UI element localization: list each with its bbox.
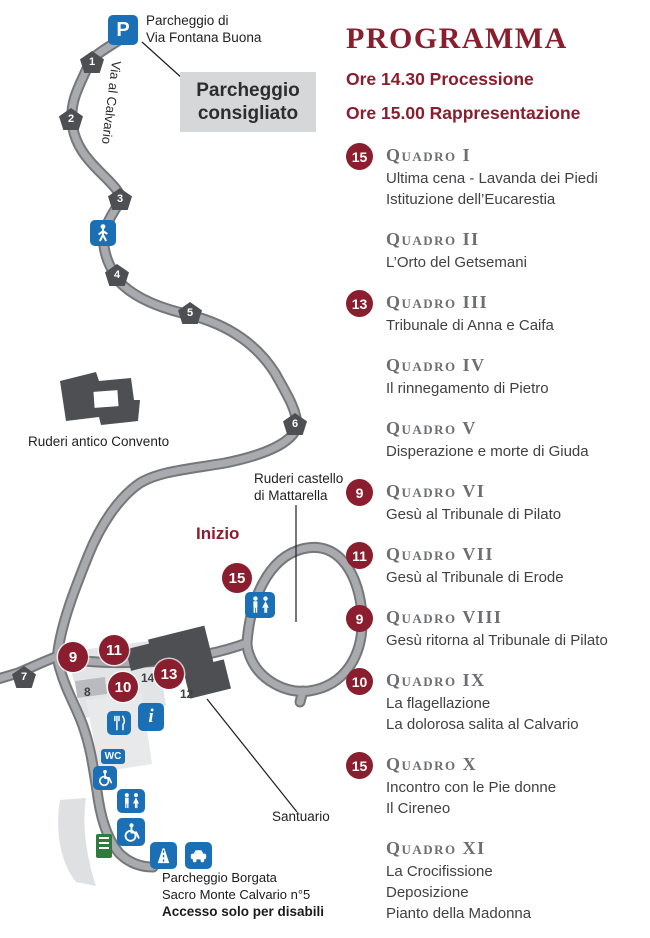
program-item-3: 13 Quadro III Tribunale di Anna e Caifa [346, 290, 642, 336]
plot-number-8: 8 [84, 685, 91, 699]
quadro-title: Quadro X [386, 754, 478, 774]
quadro-line: Tribunale di Anna e Caifa [386, 317, 554, 334]
info-icon: i [138, 703, 164, 731]
quadro-title: Quadro V [386, 418, 477, 438]
building-8 [75, 676, 108, 699]
program-item-5: Quadro V Disperazione e morte di Giuda [346, 417, 642, 462]
time-rappresentazione: Ore 15.00 Rappresentazione [346, 103, 581, 123]
parcheggio-consigliato-box: Parcheggio consigliato [180, 72, 316, 132]
station-marker-4: 4 [105, 264, 129, 286]
quadro-title: Quadro III [386, 292, 489, 312]
program-title: PROGRAMMA [346, 22, 568, 55]
road-icon [150, 842, 177, 869]
restroom-icon [245, 592, 275, 618]
quadro-line: La dolorosa salita al Calvario [386, 716, 579, 733]
map-badge-9: 9 [58, 642, 88, 672]
trail-outline [0, 32, 368, 873]
quadro-title: Quadro VII [386, 544, 494, 564]
quadro-line: Istituzione dell’Eucarestia [386, 191, 556, 208]
map-badge-13: 13 [154, 659, 184, 689]
label-ruderi-convento: Ruderi antico Convento [28, 434, 170, 449]
quadro-badge: 9 [346, 479, 373, 506]
map-badge-10: 10 [108, 672, 138, 702]
quadro-badge: 10 [346, 668, 373, 695]
quadro-badge: 15 [346, 143, 373, 170]
program-item-11: Quadro XI La Crocifissione Deposizione P… [346, 837, 642, 924]
quadro-line: Gesù ritorna al Tribunale di Pilato [386, 632, 608, 649]
quadro-line: Ultima cena - Lavanda dei Piedi [386, 170, 598, 187]
map-badge-11: 11 [99, 635, 129, 665]
quadro-title: Quadro VI [386, 481, 486, 501]
toilets-icon [117, 789, 145, 813]
quadro-badge: 9 [346, 605, 373, 632]
quadro-title: Quadro XI [386, 838, 486, 858]
program-item-10: 15 Quadro X Incontro con le Pie donne Il… [346, 752, 642, 819]
quadro-badge: 15 [346, 752, 373, 779]
label-inizio: Inizio [196, 524, 240, 543]
quadro-badge: 11 [346, 542, 373, 569]
program-panel: PROGRAMMA Ore 14.30 Processione Ore 15.0… [346, 22, 642, 938]
program-item-1: 15 Quadro I Ultima cena - Lavanda dei Pi… [346, 143, 642, 210]
program-item-8: 9 Quadro VIII Gesù ritorna al Tribunale … [346, 605, 642, 651]
label-parcheggio-borgata: Parcheggio Borgata Sacro Monte Calvario … [162, 870, 325, 919]
quadro-line: L’Orto del Getsemani [386, 254, 527, 271]
quadro-badge: 13 [346, 290, 373, 317]
quadro-line: Gesù al Tribunale di Pilato [386, 506, 562, 523]
program-item-6: 9 Quadro VI Gesù al Tribunale di Pilato [346, 479, 642, 525]
quadro-line: La Crocifissione [386, 863, 493, 880]
leader-lines [141, 41, 298, 813]
label-santuario: Santuario [272, 809, 330, 824]
quadro-line: Incontro con le Pie donne [386, 779, 557, 796]
program-item-4: Quadro IV Il rinnegamento di Pietro [346, 354, 642, 399]
quadro-title: Quadro VIII [386, 607, 503, 627]
map-badge-15-inizio: 15 [222, 563, 252, 593]
restaurant-icon [107, 711, 131, 735]
station-marker-3: 3 [108, 188, 132, 210]
plot-number-12: 12 [180, 687, 194, 701]
station-marker-1: 1 [80, 51, 104, 73]
quadro-line: La flagellazione [386, 695, 491, 712]
quadro-line: Gesù al Tribunale di Erode [386, 569, 564, 586]
quadro-title: Quadro I [386, 145, 472, 165]
quadro-line: Il rinnegamento di Pietro [386, 380, 549, 397]
station-marker-2: 2 [59, 108, 83, 130]
program-item-9: 10 Quadro IX La flagellazione La doloros… [346, 668, 642, 735]
quadro-line: Disperazione e morte di Giuda [386, 443, 589, 460]
wc-icon: WC [101, 749, 125, 764]
quadro-title: Quadro IX [386, 670, 486, 690]
program-item-2: Quadro II L’Orto del Getsemani [346, 228, 642, 273]
program-item-7: 11 Quadro VII Gesù al Tribunale di Erode [346, 542, 642, 588]
parking-icon: P [108, 15, 138, 45]
quadro-title: Quadro II [386, 229, 480, 249]
label-parcheggio-fontana: Parcheggio di Via Fontana Buona [146, 13, 262, 45]
label-ruderi-castello: Ruderi castello di Mattarella [254, 471, 344, 503]
plot-number-14: 14 [141, 671, 155, 685]
station-marker-5: 5 [178, 302, 202, 324]
disabled-parking-sign [96, 834, 112, 858]
station-marker-7: 7 [12, 666, 36, 688]
program-items: 15 Quadro I Ultima cena - Lavanda dei Pi… [346, 143, 642, 924]
car-icon [185, 842, 212, 869]
time-processione: Ore 14.30 Processione [346, 69, 534, 89]
trail-surface [0, 34, 366, 871]
quadro-title: Quadro IV [386, 355, 486, 375]
pedestrian-icon [90, 220, 116, 246]
quadro-line: Deposizione [386, 884, 469, 901]
convent-ruins [60, 372, 140, 425]
quadro-line: Pianto della Madonna [386, 905, 532, 922]
station-marker-6: 6 [283, 413, 307, 435]
quadro-line: Il Cireneo [386, 800, 451, 817]
accessible-access-icon [117, 818, 145, 846]
label-accesso-disabili: Accesso solo per disabili [162, 904, 325, 919]
wheelchair-icon [93, 766, 117, 790]
